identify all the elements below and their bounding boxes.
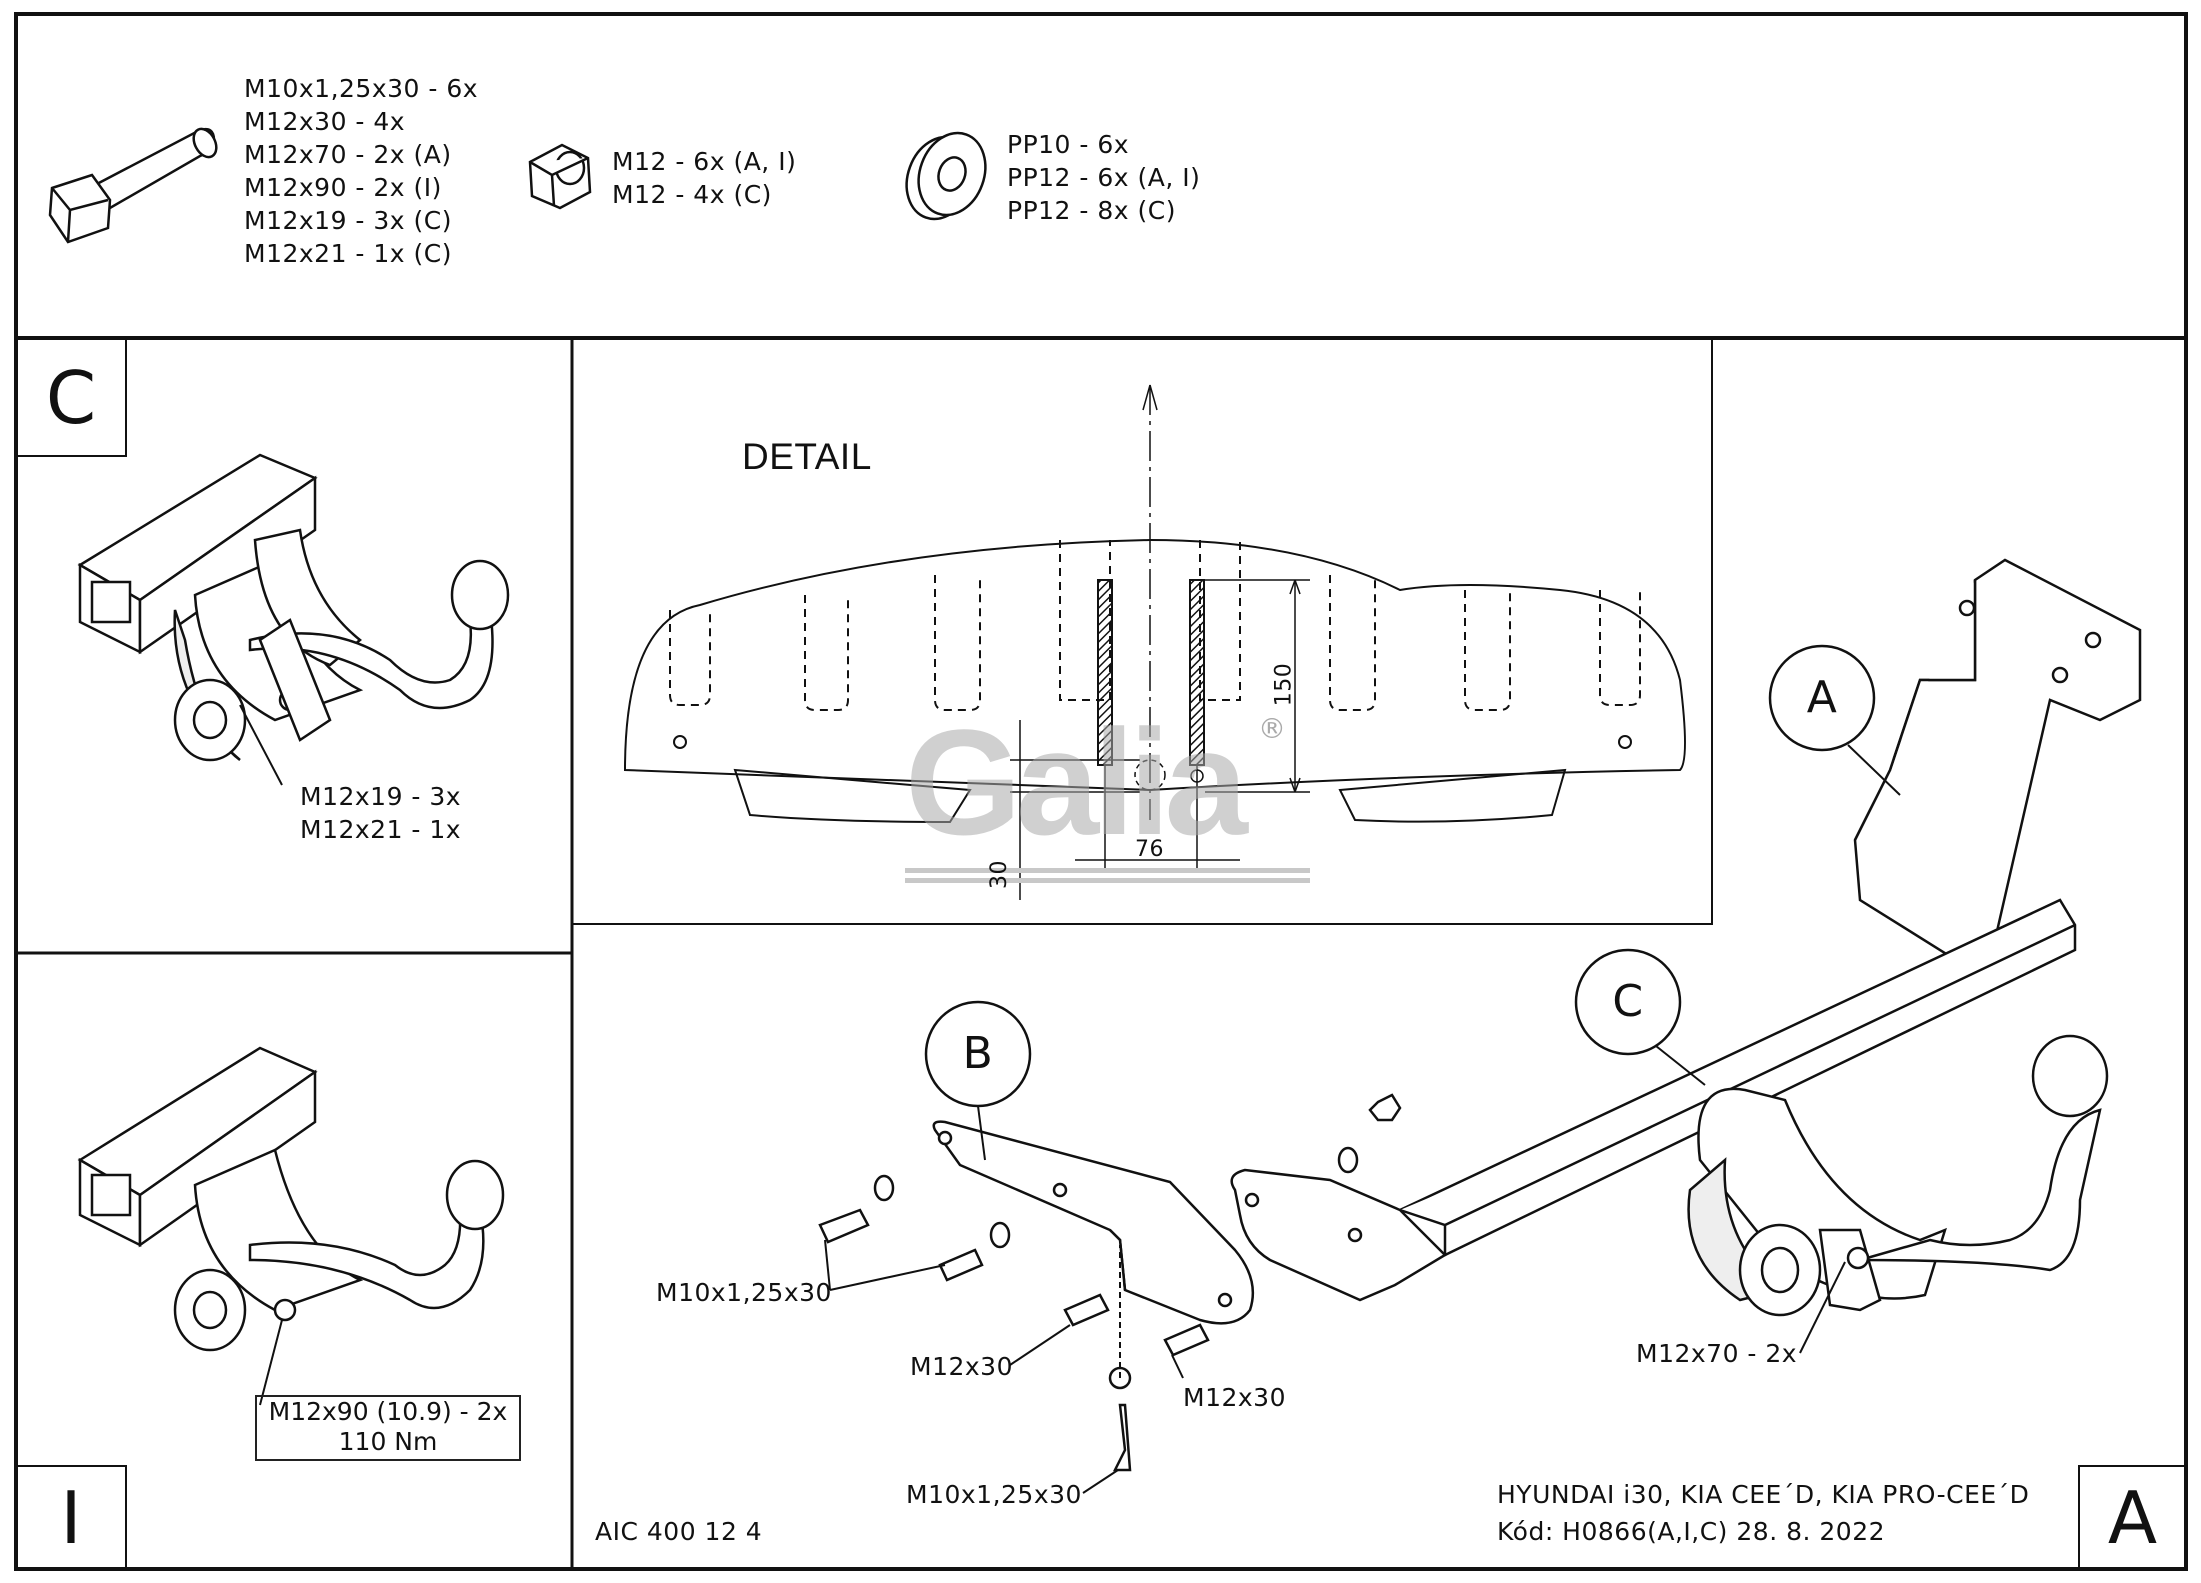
product-code: AIC 400 12 4 (595, 1517, 763, 1546)
callout-c-label: C (1612, 976, 1644, 1027)
bolt-list-item: M12x90 - 2x (I) (244, 173, 442, 202)
bolt-list-item: M12x21 - 1x (C) (244, 239, 453, 268)
i-corner-box (15, 1465, 127, 1570)
label-m12-left: M12x30 (910, 1352, 1013, 1381)
a-corner-box (2078, 1465, 2187, 1570)
main-assembly (818, 558, 2142, 1472)
label-m10-bottom: M10x1,25x30 (906, 1480, 1082, 1509)
panel-i-towbar (77, 1046, 505, 1352)
label-m10-left: M10x1,25x30 (656, 1278, 832, 1307)
c-corner-box (15, 337, 127, 457)
detail-cut-lines (1097, 579, 1205, 766)
washer-list-item: PP12 - 8x (C) (1007, 196, 1176, 225)
i-bolt-torque-box: M12x90 (10.9) - 2x 110 Nm (255, 1395, 521, 1461)
bolt-list-item: M12x19 - 3x (C) (244, 206, 453, 235)
bolt-list-item: M10x1,25x30 - 6x (244, 74, 479, 103)
c-bolt-label: M12x21 - 1x (300, 815, 462, 844)
nut-list: M12 - 6x (A, I) M12 - 4x (C) (612, 145, 796, 211)
detail-bumper (623, 538, 1686, 824)
outer-frame (14, 12, 2188, 1571)
washer-icon (905, 131, 987, 221)
corner-letter-i: I (60, 1476, 82, 1560)
galia-watermark: Galia (905, 698, 1248, 866)
dimension-150: 150 (1271, 662, 1297, 707)
corner-letter-a: A (2107, 1476, 2158, 1560)
label-m12x70: M12x70 - 2x (1636, 1339, 1798, 1368)
corner-letter-c: C (45, 356, 97, 440)
callout-a-circle (1768, 644, 1876, 752)
bolt-icon (48, 127, 218, 244)
registered-mark: ® (1258, 712, 1287, 745)
bolt-list-item: M12x30 - 4x (244, 107, 406, 136)
vehicle-models: HYUNDAI i30, KIA CEE´D, KIA PRO-CEE´D (1497, 1480, 2030, 1509)
callout-a-label: A (1806, 672, 1838, 723)
kod-date: Kód: H0866(A,I,C) 28. 8. 2022 (1497, 1517, 1886, 1546)
callout-c-circle (1574, 948, 1682, 1056)
watermark-stripes (905, 868, 1310, 883)
c-bolt-labels: M12x19 - 3x M12x21 - 1x (300, 780, 461, 846)
nut-list-item: M12 - 4x (C) (612, 180, 772, 209)
detail-dimensions (1010, 384, 1310, 900)
i-bolt-spec: M12x90 (10.9) - 2x (268, 1397, 508, 1426)
bolt-list: M10x1,25x30 - 6x M12x30 - 4x M12x70 - 2x… (244, 72, 478, 270)
dimension-76: 76 (1135, 837, 1164, 862)
leader-lines (239, 704, 1901, 1494)
label-m12-right: M12x30 (1183, 1383, 1286, 1412)
detail-panel (571, 337, 1713, 925)
bolt-list-item: M12x70 - 2x (A) (244, 140, 452, 169)
c-bolt-label: M12x19 - 3x (300, 782, 462, 811)
washer-list-item: PP10 - 6x (1007, 130, 1130, 159)
nut-icon (528, 143, 592, 210)
detail-title: DETAIL (742, 436, 872, 477)
washer-list: PP10 - 6x PP12 - 6x (A, I) PP12 - 8x (C) (1007, 128, 1200, 227)
washer-list-item: PP12 - 6x (A, I) (1007, 163, 1201, 192)
nut-list-item: M12 - 6x (A, I) (612, 147, 797, 176)
bumper-slots (669, 540, 1641, 711)
i-bolt-torque: 110 Nm (338, 1427, 438, 1456)
panel-c-towbar (77, 453, 510, 762)
callout-b-label: B (962, 1028, 994, 1079)
